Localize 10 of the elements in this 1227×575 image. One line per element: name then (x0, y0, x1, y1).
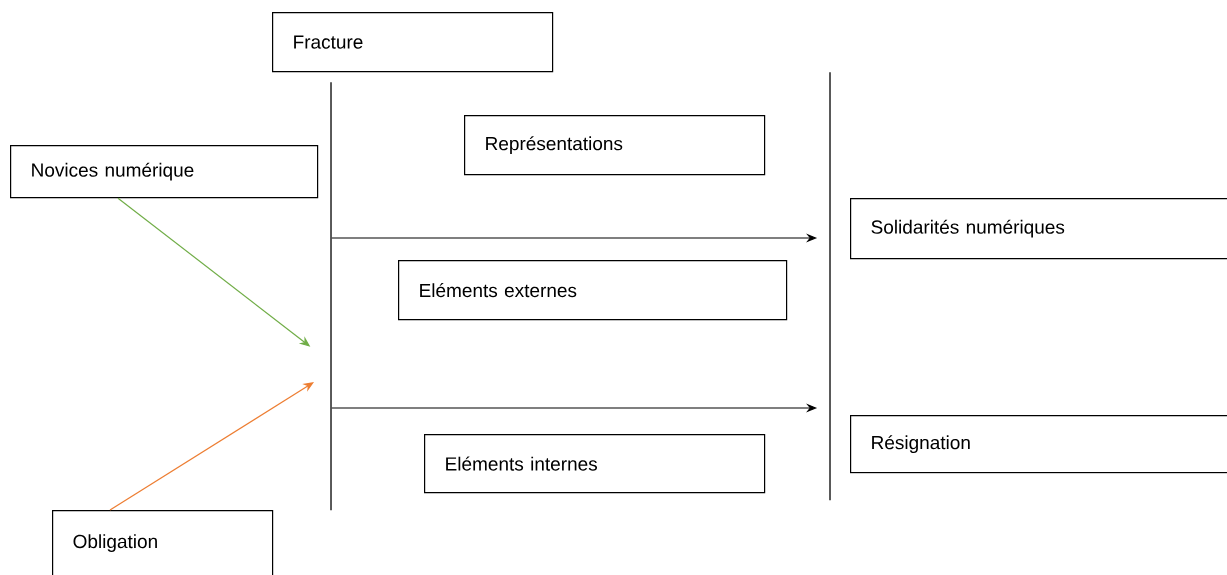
text-box: Solidarités numériques (850, 198, 1227, 260)
text-box: Eléments internes (424, 434, 766, 494)
text-box: Novices numérique (10, 145, 319, 199)
text-box: Représentations (464, 115, 766, 176)
text-box: Résignation (850, 415, 1227, 474)
vertical-line (330, 82, 332, 511)
text-box: Obligation (52, 510, 274, 575)
text-box: Eléments externes (398, 260, 788, 321)
text-box: Fracture (272, 12, 554, 73)
vertical-line (829, 72, 831, 501)
